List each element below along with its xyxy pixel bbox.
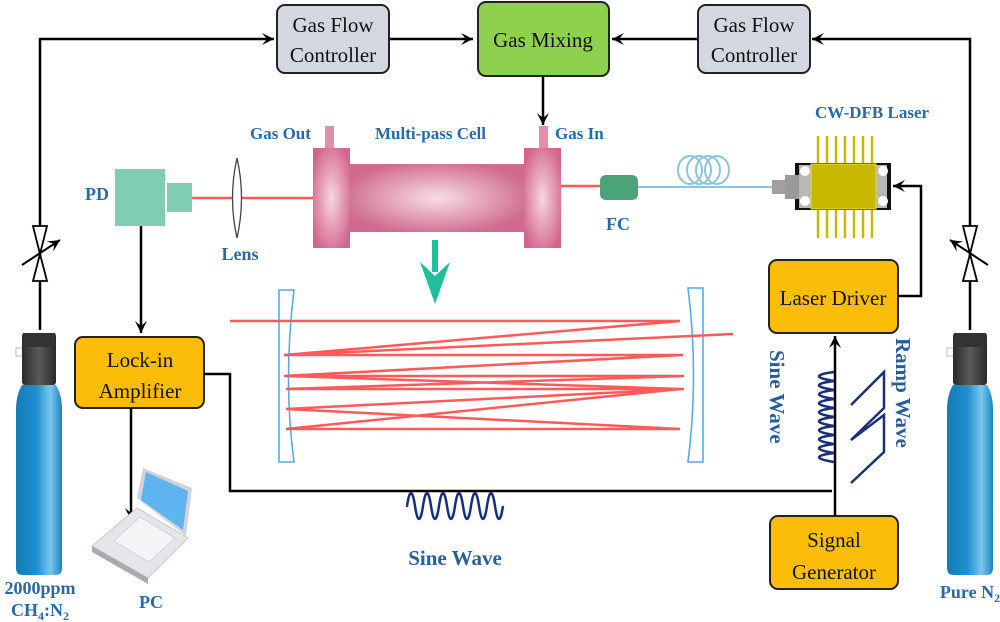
- optical-fiber-coil-icon: [638, 155, 772, 188]
- lock-in-amplifier-line1: Lock-in: [107, 348, 174, 372]
- needle-valve-left-icon[interactable]: [21, 225, 61, 282]
- lens-icon: [231, 157, 243, 239]
- laser-driver-box[interactable]: Laser Driver: [768, 259, 899, 334]
- cw-dfb-laser-label: CW-DFB Laser: [815, 103, 930, 122]
- signal-generator-box[interactable]: Signal Generator: [769, 515, 899, 590]
- sine-wave-vertical-label: Sine Wave: [765, 350, 789, 444]
- driver-to-laser-arrow: [893, 180, 923, 298]
- pd-label: PD: [85, 184, 109, 204]
- lens-label: Lens: [221, 244, 258, 264]
- gas-in-label: Gas In: [555, 124, 604, 143]
- laser-driver-label: Laser Driver: [780, 286, 887, 310]
- cell-mirror-left-icon: [278, 289, 295, 463]
- signal-generator-line1: Signal: [807, 528, 861, 552]
- lock-in-amplifier-box[interactable]: Lock-in Amplifier: [74, 336, 205, 409]
- gas-mixing-box[interactable]: Gas Mixing: [477, 1, 610, 77]
- gas-flow-controller-left[interactable]: Gas Flow Controller: [276, 4, 390, 74]
- gas-flow-controller-right[interactable]: Gas Flow Controller: [697, 4, 811, 74]
- left-cylinder-label-line1: 2000ppm: [4, 578, 75, 598]
- multi-pass-cell-label: Multi-pass Cell: [375, 124, 486, 143]
- gas-flow-controller-right-line1: Gas Flow: [713, 13, 795, 37]
- multipass-beam-pattern: [230, 319, 734, 431]
- needle-valve-right-icon[interactable]: [949, 225, 989, 282]
- sine-wave-bottom-icon: [405, 491, 505, 521]
- multi-pass-cell-icon: [313, 126, 561, 248]
- zoom-in-arrow-icon: [420, 240, 450, 304]
- gas-flow-controller-left-line1: Gas Flow: [292, 13, 374, 37]
- lock-in-amplifier-line2: Amplifier: [99, 379, 182, 403]
- sine-wave-bottom-label: Sine Wave: [408, 546, 502, 570]
- gas-cylinder-right-icon: [946, 333, 993, 575]
- sine-wave-vertical-icon: [817, 370, 835, 464]
- photodetector-icon: [115, 169, 192, 226]
- gas-flow-controller-left-line2: Controller: [290, 43, 376, 67]
- gas-out-label: Gas Out: [250, 124, 311, 143]
- gas-mixing-label: Gas Mixing: [493, 28, 593, 52]
- dfb-laser-icon: [772, 136, 891, 238]
- gas-cylinder-left-icon: [15, 333, 62, 575]
- pc-label: PC: [139, 592, 163, 612]
- fiber-collimator-icon: [600, 175, 638, 200]
- fc-label: FC: [606, 214, 630, 234]
- right-cylinder-label: Pure N2: [940, 582, 1000, 605]
- cell-mirror-right-icon: [687, 287, 704, 463]
- ramp-wave-vertical-icon: [850, 368, 886, 484]
- reference-signal-line: [204, 372, 832, 493]
- signal-generator-line2: Generator: [792, 560, 876, 584]
- gas-flow-controller-right-line2: Controller: [711, 43, 797, 67]
- left-cylinder-label-line2: CH4:N2: [11, 600, 69, 622]
- pc-laptop-icon: [91, 468, 192, 584]
- ramp-wave-vertical-label: Ramp Wave: [891, 338, 915, 448]
